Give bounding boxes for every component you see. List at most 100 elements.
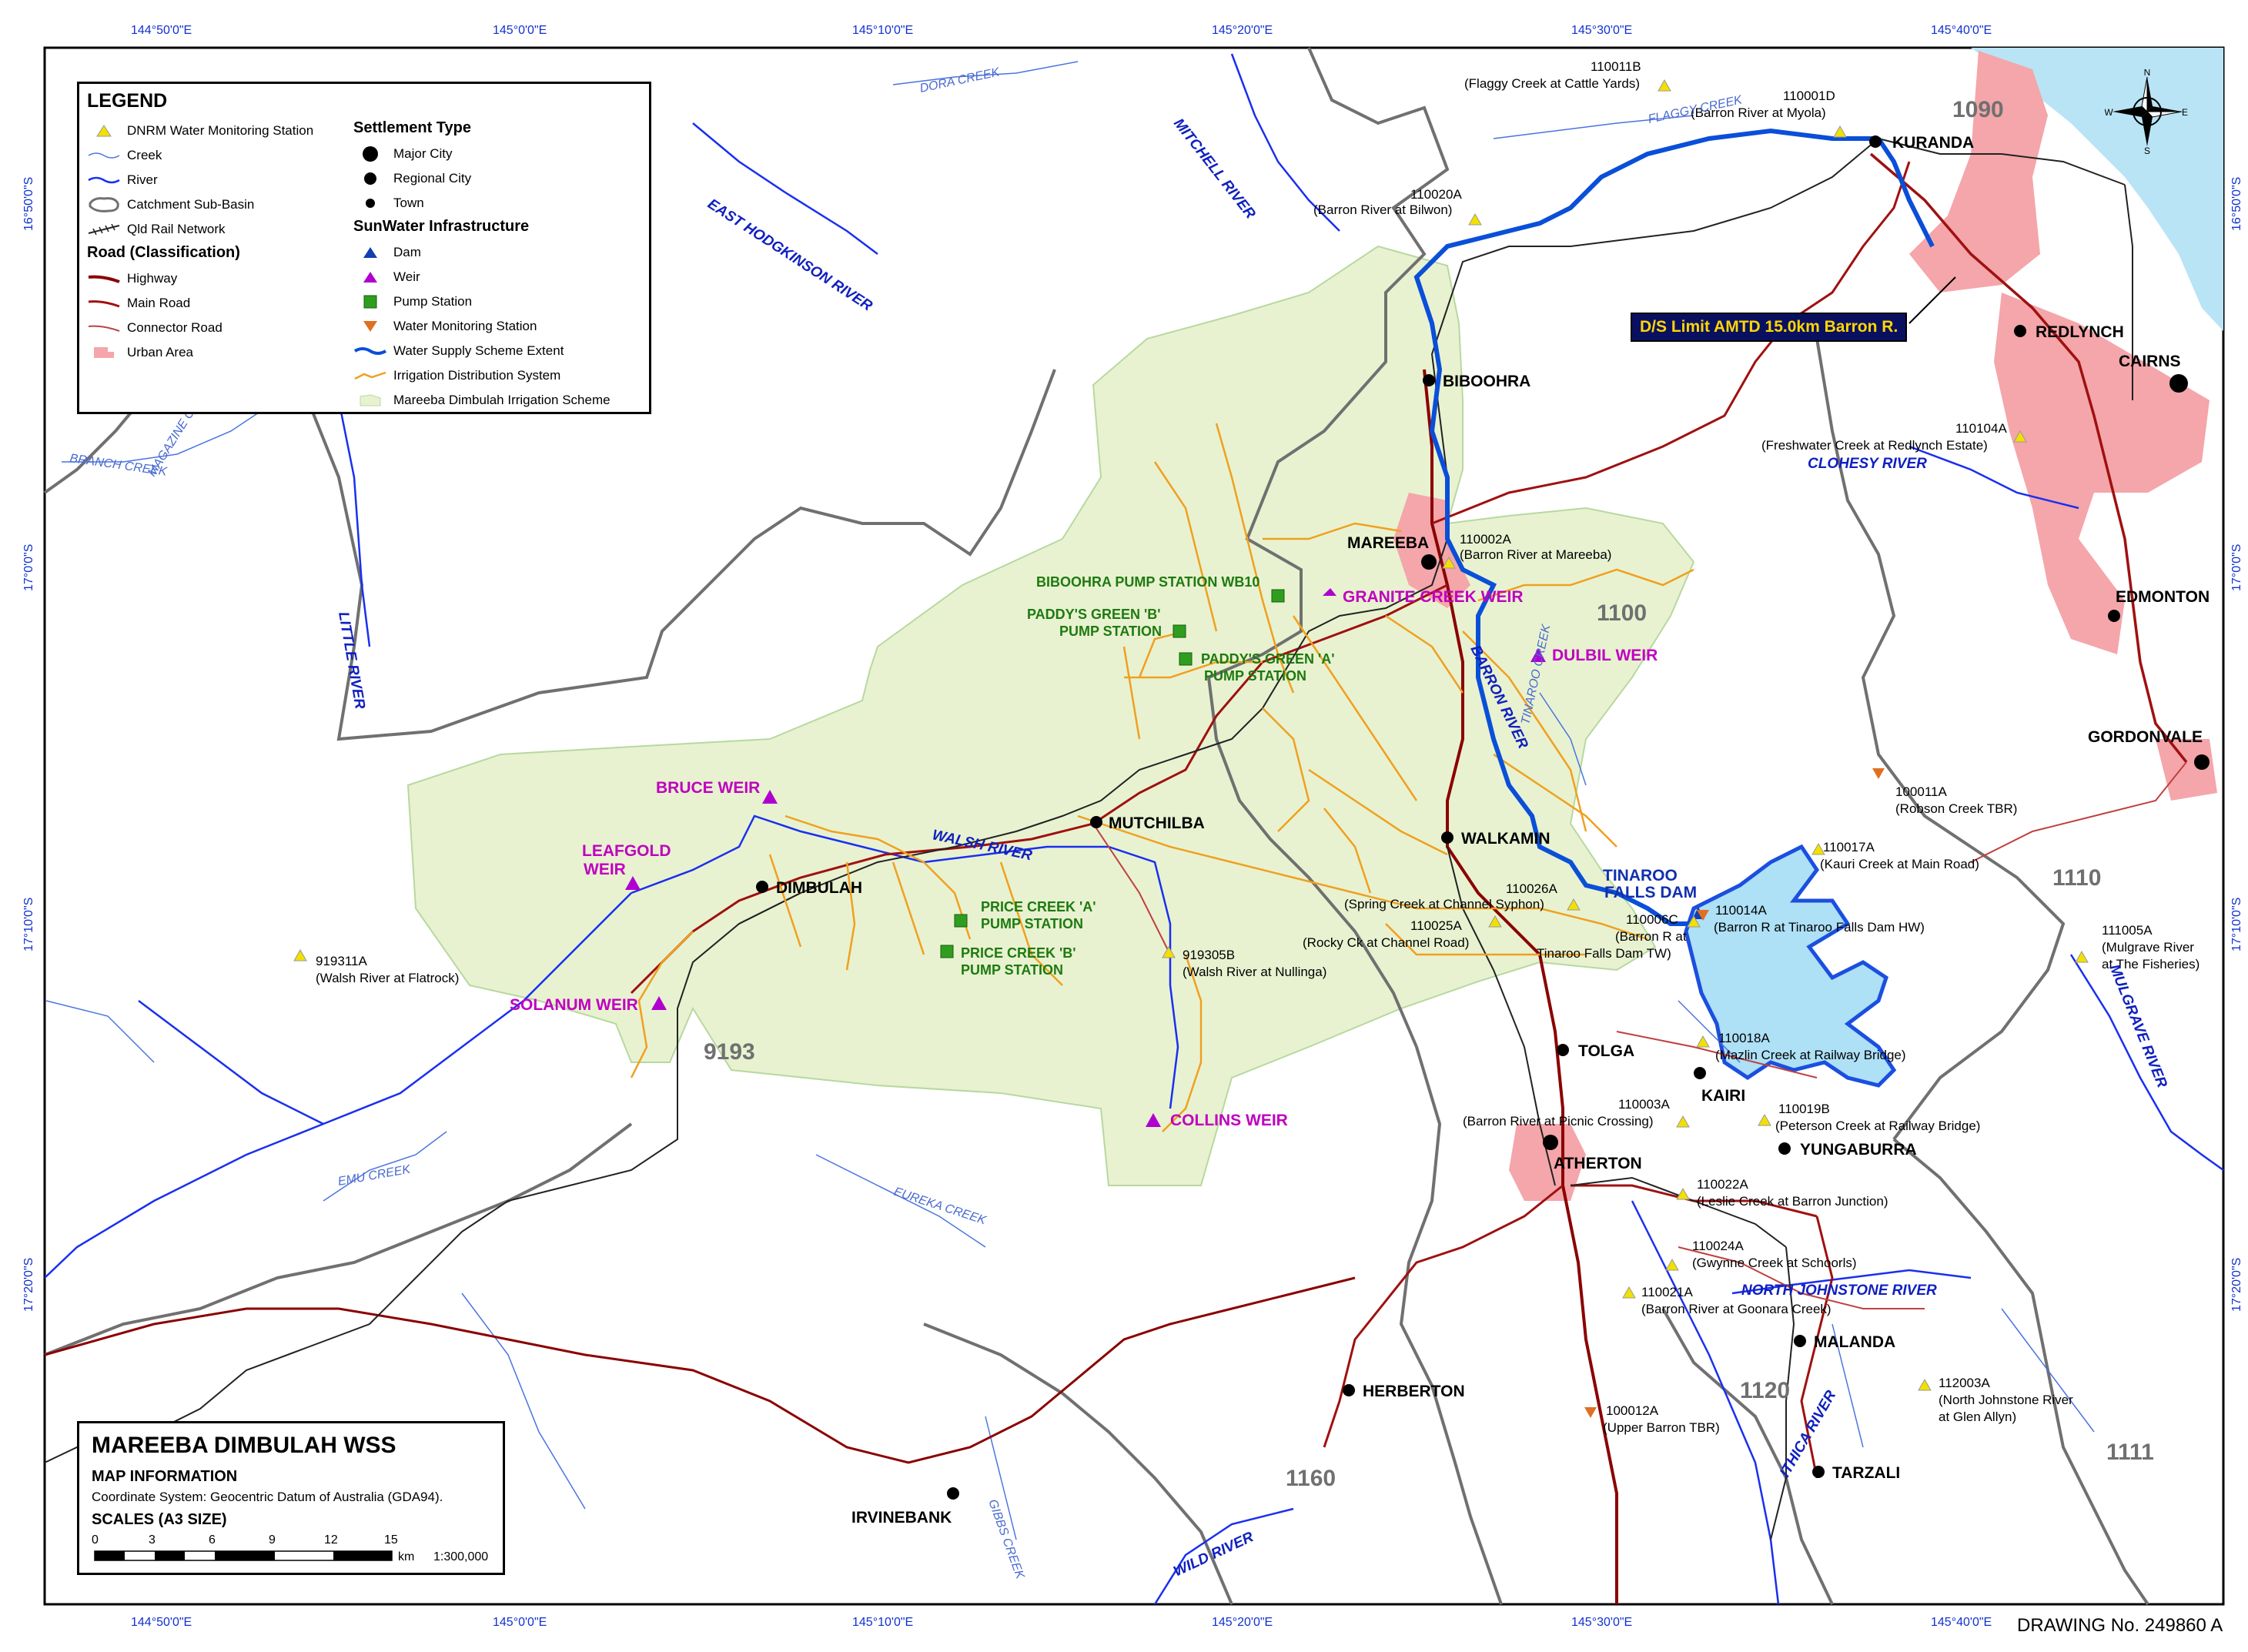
town-cairns[interactable]: CAIRNS: [2119, 353, 2188, 393]
station-110001D[interactable]: 110001D(Barron River at Myola): [1691, 89, 1847, 138]
pump-paddys-green-b[interactable]: PADDY'S GREEN 'B'PUMP STATION: [1027, 607, 1186, 639]
main-road-line-icon: [87, 299, 121, 308]
station-110002A[interactable]: 110002A(Barron River at Mareeba): [1442, 532, 1611, 569]
station-desc: (Barron R at: [1615, 929, 1687, 944]
town-tarzali[interactable]: TARZALI: [1812, 1464, 1900, 1482]
weir-solanum[interactable]: SOLANUM WEIR: [510, 996, 667, 1014]
legend-item-sub-basin: Catchment Sub-Basin: [87, 195, 254, 215]
pump-label-2: PUMP STATION: [1059, 624, 1162, 639]
town-mutchilba[interactable]: MUTCHILBA: [1090, 814, 1205, 832]
legend-item-irrigation: Irrigation Distribution System: [353, 366, 560, 386]
station-110014A[interactable]: 110014A(Barron R at Tinaroo Falls Dam HW…: [1697, 903, 1925, 935]
station-110003A[interactable]: 110003A(Barron River at Picnic Crossing): [1463, 1097, 1690, 1129]
station-110020A[interactable]: 110020A(Barron River at Bilwon): [1313, 187, 1482, 226]
catchment-sub-basins: [43, 47, 2149, 1606]
grat-right-4: 17°20'0"S: [2230, 1258, 2243, 1312]
legend-label: Highway: [127, 271, 178, 286]
dam-label-2: FALLS DAM: [1604, 884, 1697, 901]
weir-bruce[interactable]: BRUCE WEIR: [656, 779, 778, 804]
legend-item-scheme-extent: Water Supply Scheme Extent: [353, 341, 564, 361]
town-atherton[interactable]: ATHERTON: [1543, 1135, 1642, 1172]
station-desc: (Barron River at Bilwon): [1313, 202, 1452, 217]
town-redlynch[interactable]: REDLYNCH: [2014, 323, 2124, 341]
pump-price-creek-b[interactable]: PRICE CREEK 'B'PUMP STATION: [940, 945, 1076, 978]
basin-code: 1160: [1286, 1466, 1336, 1491]
creek-label-tinaroo: TINAROO CREEK: [1519, 622, 1553, 725]
town-kairi[interactable]: KAIRI: [1694, 1067, 1745, 1105]
town-mareeba[interactable]: MAREEBA: [1347, 534, 1437, 570]
station-110019B[interactable]: 110019B(Peterson Creek at Railway Bridge…: [1758, 1102, 1980, 1133]
town-kuranda[interactable]: KURANDA: [1869, 134, 1974, 152]
station-id: 919311A: [316, 954, 367, 968]
station-100012A[interactable]: 100012A(Upper Barron TBR): [1584, 1403, 1720, 1435]
station-110025A[interactable]: 110025A(Rocky Ck at Channel Road): [1303, 915, 1502, 950]
legend-item-highway: Highway: [87, 269, 177, 289]
town-gordonvale[interactable]: GORDONVALE: [2088, 728, 2210, 770]
station-110026A[interactable]: 110026A(Spring Creek at Channel Syphon): [1344, 881, 1581, 911]
town-yungaburra[interactable]: YUNGABURRA: [1778, 1141, 1917, 1159]
weir-dulbil[interactable]: DULBIL WEIR: [1530, 647, 1658, 664]
basin-code: 1111: [2106, 1440, 2154, 1465]
station-desc: (Mulgrave River: [2102, 940, 2194, 955]
station-id: 110018A: [1718, 1031, 1770, 1045]
weir-granite-creek[interactable]: GRANITE CREEK WEIR: [1323, 588, 1524, 606]
urban-area-icon: [87, 346, 121, 359]
scale-tick: 6: [209, 1533, 216, 1547]
pump-price-creek-a[interactable]: PRICE CREEK 'A'PUMP STATION: [954, 899, 1096, 931]
tinaroo-falls-dam[interactable]: TINAROO FALLS DAM: [1603, 867, 1704, 919]
station-110017A[interactable]: 110017A(Kauri Creek at Main Road): [1811, 840, 1979, 871]
town-malanda[interactable]: MALANDA: [1794, 1333, 1895, 1351]
pump-label: PRICE CREEK 'B': [961, 945, 1076, 961]
legend-label: Water Monitoring Station: [393, 319, 537, 333]
legend-item-connector: Connector Road: [87, 318, 222, 338]
town-biboohra[interactable]: BIBOOHRA: [1423, 373, 1530, 390]
town-dimbulah[interactable]: DIMBULAH: [756, 879, 862, 897]
town-label: YUNGABURRA: [1800, 1141, 1917, 1159]
station-id: 112003A: [1939, 1376, 1990, 1390]
towns: KURANDA REDLYNCH CAIRNS BIBOOHRA MAREEBA…: [756, 134, 2210, 1527]
weir-label: COLLINS WEIR: [1170, 1112, 1288, 1129]
legend-title: LEGEND: [87, 90, 168, 112]
station-110011B[interactable]: 110011B(Flaggy Creek at Cattle Yards): [1464, 59, 1671, 92]
station-110006C[interactable]: 110006C (Barron R at Tinaroo Falls Dam TW): [1537, 912, 1701, 961]
town-tolga[interactable]: TOLGA: [1557, 1042, 1634, 1060]
station-desc: (Barron River at Mareeba): [1460, 547, 1611, 562]
station-110104A[interactable]: 110104A(Freshwater Creek at Redlynch Est…: [1761, 421, 2027, 453]
town-herberton[interactable]: HERBERTON: [1343, 1383, 1465, 1400]
station-110024A[interactable]: 110024A(Gwynne Creek at Schoorls): [1665, 1239, 1857, 1271]
grat-top-5: 145°30'0"E: [1571, 24, 1632, 37]
station-id: 110026A: [1506, 881, 1557, 896]
legend-item-urban: Urban Area: [87, 343, 193, 363]
legend-label: Urban Area: [127, 345, 193, 359]
town-irvinebank[interactable]: IRVINEBANK: [851, 1487, 959, 1527]
station-110022A[interactable]: 110022A(Leslie Creek at Barron Junction): [1676, 1177, 1888, 1209]
legend-label: Mareeba Dimbulah Irrigation Scheme: [393, 393, 611, 407]
river-label-walsh: WALSH RIVER: [931, 827, 1034, 864]
legend-item-regional-city: Regional City: [353, 169, 471, 189]
pump-paddys-green-a[interactable]: PADDY'S GREEN 'A'PUMP STATION: [1179, 651, 1335, 684]
river-label-east-hodgkinson: EAST HODGKINSON RIVER: [704, 196, 875, 315]
town-label: DIMBULAH: [776, 879, 862, 897]
station-919311A[interactable]: 919311A(Walsh River at Flatrock): [293, 948, 459, 985]
river-label-wild: WILD RIVER: [1171, 1529, 1256, 1580]
weir-collins[interactable]: COLLINS WEIR: [1146, 1112, 1288, 1129]
station-100011A[interactable]: 100011A(Robson Creek TBR): [1872, 768, 2017, 816]
town-walkamin[interactable]: WALKAMIN: [1441, 830, 1550, 848]
station-110021A[interactable]: 110021A(Barron River at Goonara Creek): [1622, 1285, 1832, 1316]
pump-biboohra-wb10[interactable]: BIBOOHRA PUMP STATION WB10: [1036, 574, 1285, 603]
station-desc-2: at Glen Allyn): [1939, 1410, 2016, 1424]
town-edmonton[interactable]: EDMONTON: [2108, 588, 2210, 622]
station-919305B[interactable]: 919305B(Walsh River at Nullinga): [1162, 945, 1326, 979]
water-supply-scheme-extent: [1413, 128, 1935, 926]
legend-label: DNRM Water Monitoring Station: [127, 123, 314, 138]
station-id: 110006C: [1626, 912, 1678, 927]
station-desc-2: Tinaroo Falls Dam TW): [1537, 946, 1671, 961]
station-desc: (Rocky Ck at Channel Road): [1303, 935, 1469, 950]
station-110018A[interactable]: 110018A(Mazlin Creek at Railway Bridge): [1696, 1031, 1906, 1062]
town-label: MAREEBA: [1347, 534, 1429, 552]
station-desc: (Leslie Creek at Barron Junction): [1697, 1194, 1888, 1209]
map-info-panel: MAREEBA DIMBULAH WSS MAP INFORMATION Coo…: [77, 1421, 505, 1575]
